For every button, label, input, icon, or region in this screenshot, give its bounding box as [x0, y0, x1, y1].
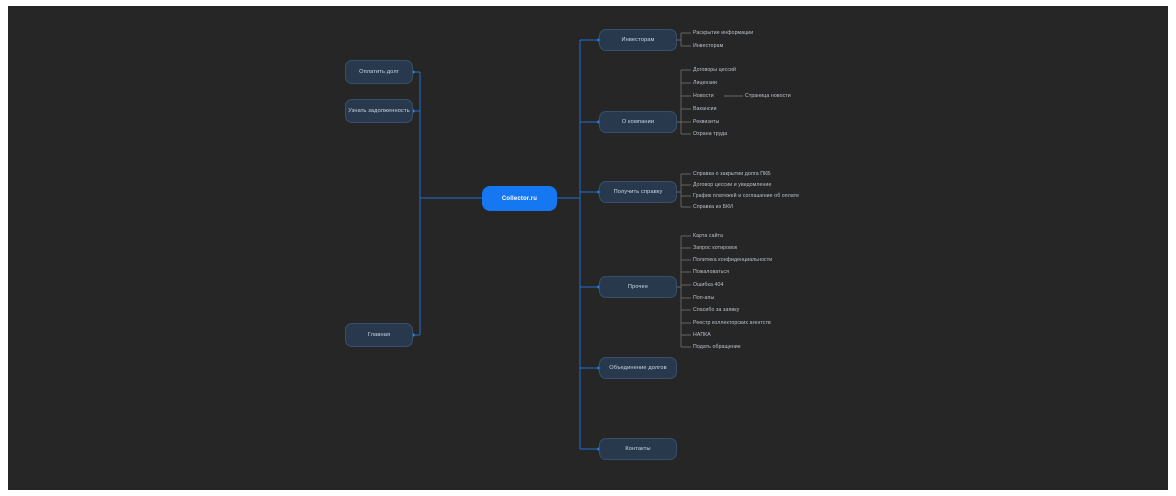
node-o-kompanii[interactable]: О компании — [599, 111, 677, 133]
leaf-vakansii[interactable]: Вакансии — [693, 106, 717, 112]
leaf-spasibo-za-zayavku[interactable]: Спасибо за заявку — [693, 307, 740, 313]
leaf-pozhalovatsya[interactable]: Пожаловаться — [693, 269, 730, 275]
leaf-raskrytie-informacii[interactable]: Раскрытие информации — [693, 30, 754, 36]
node-oplatit-dolg[interactable]: Оплатить долг — [345, 60, 413, 84]
leaf-stranica-novosti[interactable]: Страница новости — [745, 93, 791, 99]
leaf-grafik-platezhej[interactable]: График платежей и соглашение об оплате — [693, 193, 800, 199]
connector-dots — [411, 38, 601, 451]
node-uznat-zadolzhennost[interactable]: Узнать задолженность — [345, 99, 413, 123]
mindmap-canvas[interactable]: Оплатить долг Узнать задолженность Главн… — [8, 6, 1168, 490]
leaf-oshibka-404[interactable]: Ошибка 404 — [693, 282, 724, 288]
node-label: Collector.ru — [501, 195, 538, 202]
leaf-politika-konfidencialnosti[interactable]: Политика конфиденциальности — [693, 257, 773, 263]
node-root-collector[interactable]: Collector.ru — [482, 186, 557, 211]
leaf-karta-sajta[interactable]: Карта сайта — [693, 233, 724, 239]
leaf-novosti[interactable]: Новости — [693, 93, 714, 99]
node-label: Инвесторам — [621, 37, 655, 43]
leaf-napka[interactable]: НАПКА — [693, 332, 711, 338]
node-label: О компании — [621, 119, 655, 125]
node-glavnaya[interactable]: Главная — [345, 323, 413, 347]
leaf-ohrana-truda[interactable]: Охрана труда — [693, 131, 728, 137]
node-prochee[interactable]: Прочее — [599, 276, 677, 298]
leaf-reestr-kollektorskih-agentstv[interactable]: Реестр коллекторских агентств — [693, 320, 771, 326]
leaf-dogovory-cessij[interactable]: Договоры цессий — [693, 67, 737, 73]
leaf-dogovor-cessii-uvedomlenie[interactable]: Договор цессии и уведомление — [693, 182, 772, 188]
leaf-rekvizity[interactable]: Реквизиты — [693, 119, 720, 125]
node-poluchit-spravku[interactable]: Получить справку — [599, 181, 677, 203]
node-label: Оплатить долг — [359, 69, 399, 75]
node-label: Получить справку — [613, 189, 663, 195]
node-label: Узнать задолженность — [348, 108, 410, 114]
node-kontakty[interactable]: Контакты — [599, 438, 677, 460]
leaf-pop-apy[interactable]: Поп-апы — [693, 295, 715, 301]
leaf-podat-obrashchenie[interactable]: Подать обращение — [693, 344, 741, 350]
node-label: Объединение долгов — [609, 365, 667, 371]
node-obedinenie-dolgov[interactable]: Объединение долгов — [599, 357, 677, 379]
node-label: Главная — [367, 332, 391, 338]
node-investoram[interactable]: Инвесторам — [599, 29, 677, 51]
leaf-spravka-iz-bki[interactable]: Справка из БКИ — [693, 204, 734, 210]
node-label: Прочее — [627, 284, 649, 290]
leaf-investoram[interactable]: Инвесторам — [693, 43, 724, 49]
leaf-zapros-kotirovok[interactable]: Запрос котировок — [693, 245, 738, 251]
connector-lines — [411, 32, 743, 451]
node-label: Контакты — [625, 446, 651, 452]
leaf-spravka-zakrytie-dolga-pkb[interactable]: Справка о закрытии долга ПКБ — [693, 171, 771, 177]
leaf-licenzii[interactable]: Лицензии — [693, 80, 717, 86]
